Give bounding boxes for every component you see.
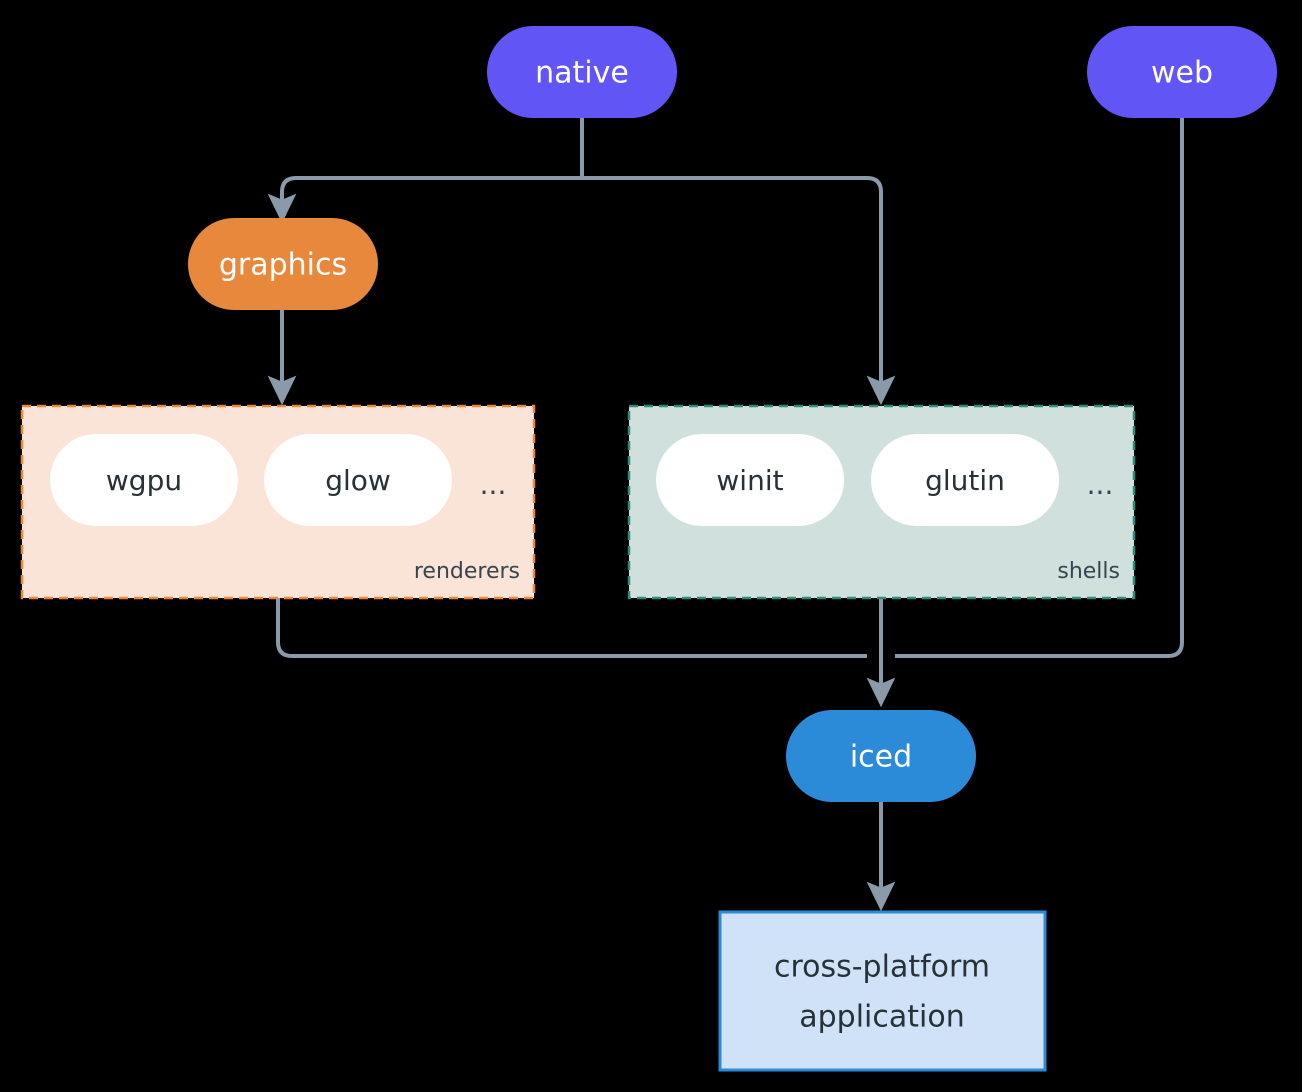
renderer-item-wgpu[interactable]: wgpu bbox=[50, 434, 238, 526]
glow-label: glow bbox=[325, 464, 391, 497]
shell-item-glutin[interactable]: glutin bbox=[871, 434, 1059, 526]
graphics-pill[interactable] bbox=[188, 218, 378, 310]
winit-label: winit bbox=[716, 464, 783, 497]
renderers-caption: renderers bbox=[414, 559, 520, 584]
wgpu-label: wgpu bbox=[106, 464, 182, 497]
graphics-label: graphics bbox=[219, 248, 347, 283]
wgpu-pill[interactable] bbox=[50, 434, 238, 526]
native-label: native bbox=[535, 56, 629, 91]
connector-layer bbox=[267, 118, 1184, 912]
application-box[interactable] bbox=[718, 910, 1047, 1072]
glutin-label: glutin bbox=[925, 464, 1005, 497]
application-label-line2: application bbox=[799, 1000, 964, 1035]
web-label: web bbox=[1151, 56, 1213, 91]
shells-caption: shells bbox=[1057, 559, 1120, 584]
node-iced[interactable]: iced bbox=[786, 710, 976, 802]
iced-label: iced bbox=[850, 740, 912, 775]
node-application[interactable]: cross-platform application bbox=[718, 910, 1047, 1072]
web-pill[interactable] bbox=[1087, 26, 1277, 118]
edge-web-to-iced bbox=[895, 118, 1184, 658]
shell-item-winit[interactable]: winit bbox=[656, 434, 844, 526]
edge-renderers-to-iced bbox=[276, 598, 867, 658]
iced-pill[interactable] bbox=[786, 710, 976, 802]
node-graphics[interactable]: graphics bbox=[188, 218, 378, 310]
glutin-pill[interactable] bbox=[871, 434, 1059, 526]
group-renderers: wgpu glow ... renderers bbox=[20, 404, 536, 600]
native-pill[interactable] bbox=[487, 26, 677, 118]
group-shells: winit glutin ... shells bbox=[627, 404, 1136, 600]
shells-ellipsis: ... bbox=[1087, 468, 1114, 501]
renderers-ellipsis: ... bbox=[480, 468, 507, 501]
renderer-item-glow[interactable]: glow bbox=[264, 434, 452, 526]
application-label-line1: cross-platform bbox=[774, 950, 990, 985]
node-native[interactable]: native bbox=[487, 26, 677, 118]
glow-pill[interactable] bbox=[264, 434, 452, 526]
edge-native-to-shells bbox=[582, 176, 896, 406]
winit-pill[interactable] bbox=[656, 434, 844, 526]
node-web[interactable]: web bbox=[1087, 26, 1277, 118]
edge-native-to-graphics bbox=[267, 176, 582, 224]
